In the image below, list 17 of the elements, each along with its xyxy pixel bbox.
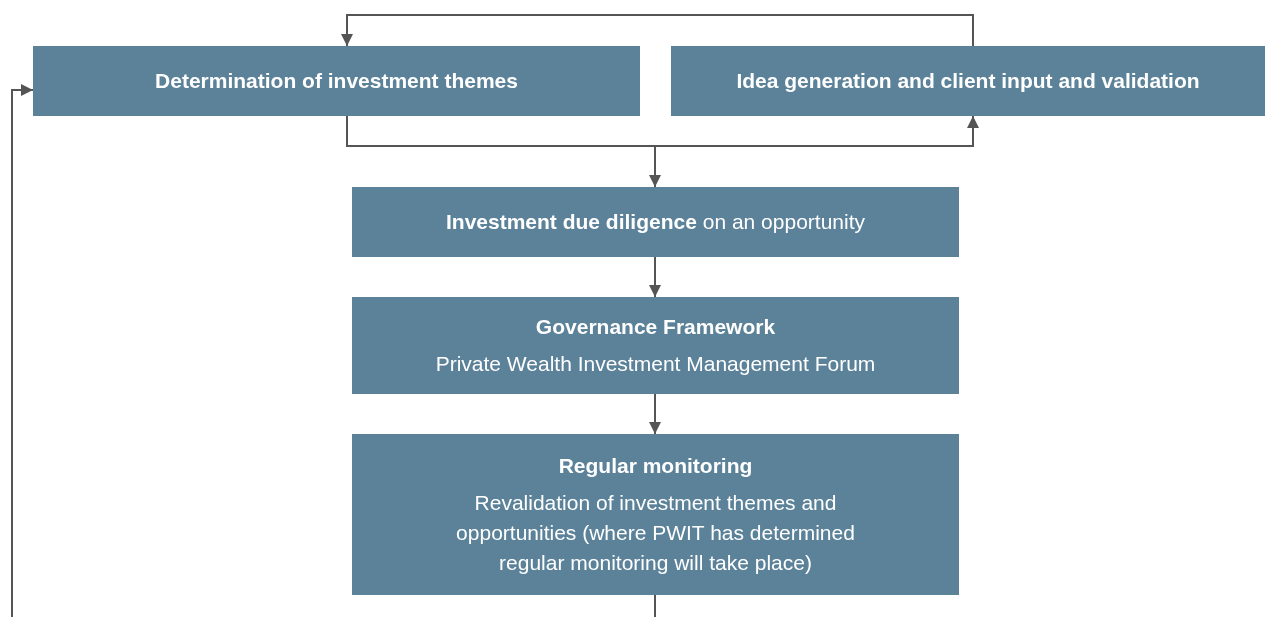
box-description: Private Wealth Investment Management Forum <box>435 350 876 377</box>
process-box <box>671 46 1265 116</box>
process-box <box>352 187 959 257</box>
box-title: Regular monitoring <box>558 452 753 479</box>
connector-arrow <box>649 393 661 435</box>
connector-arrow <box>346 115 661 188</box>
box-description: Revalidation of investment themes and opportunities (where PWIT has determined regular monitoring will take place) <box>455 489 856 576</box>
connector-arrow <box>649 256 661 298</box>
process-box <box>352 297 959 394</box>
box-title: Investment due diligence on an opportunity <box>446 209 865 235</box>
box-title: Governance Framework <box>535 313 776 340</box>
process-box <box>33 46 640 116</box>
box-title: Determination of investment themes <box>155 68 518 94</box>
connector-arrow <box>341 14 974 47</box>
connector-arrow <box>11 84 34 617</box>
process-box <box>352 434 959 595</box>
box-title: Idea generation and client input and validation <box>736 68 1200 94</box>
